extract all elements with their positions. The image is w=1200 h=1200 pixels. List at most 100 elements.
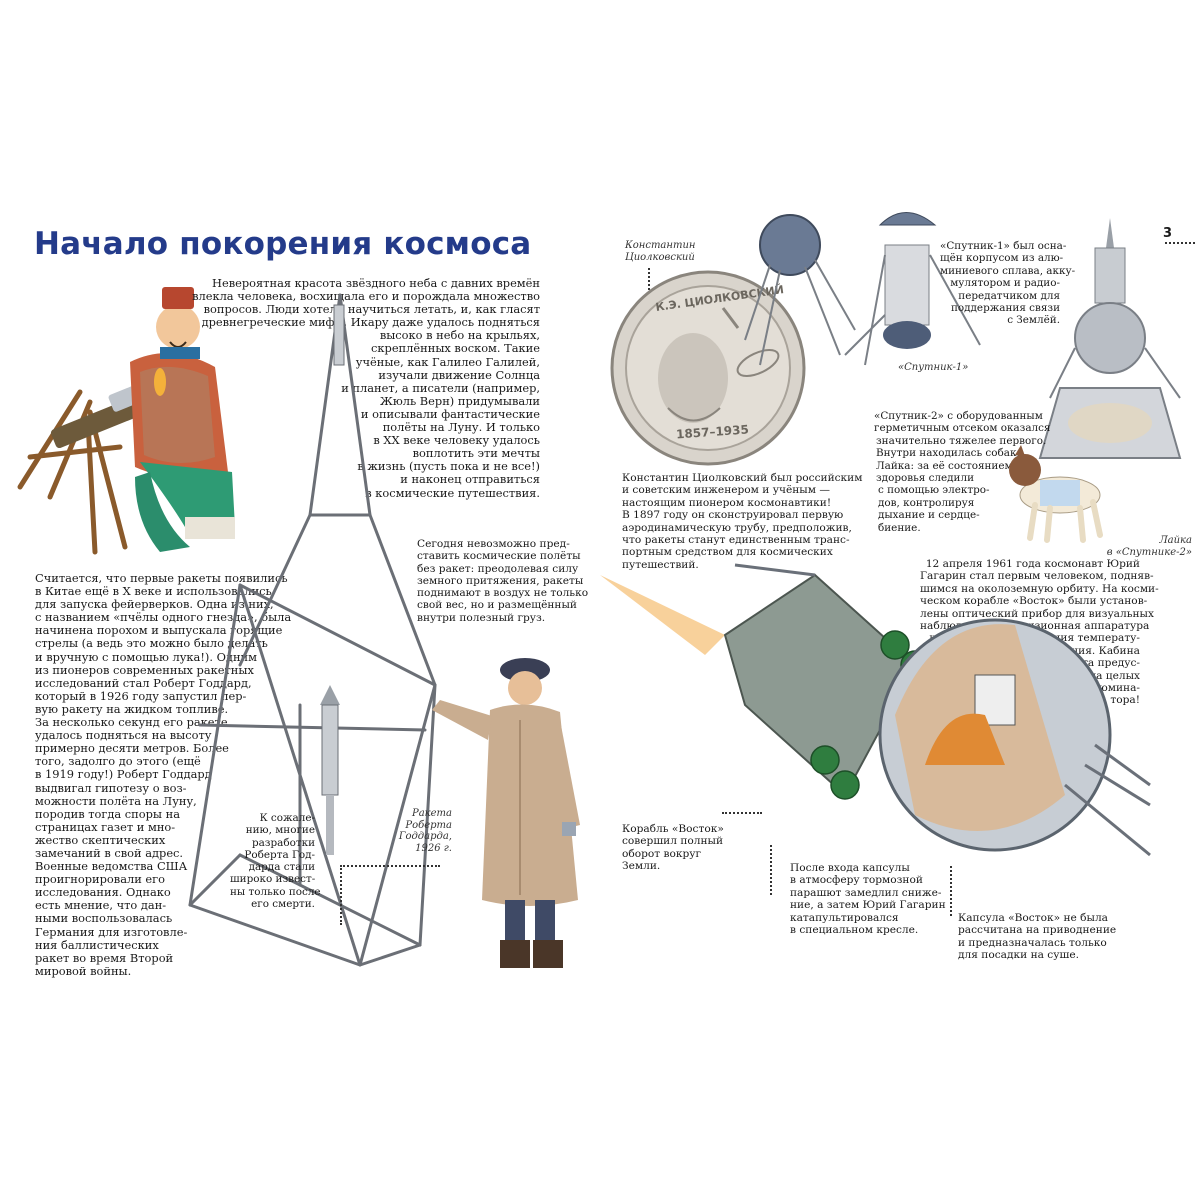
capsule-line: и предназначалась только xyxy=(958,936,1107,949)
tsiolkovsky-line: В 1897 году он сконструировал первую xyxy=(622,509,844,522)
china-line: в Китае ещё в X веке и использовались xyxy=(35,584,272,599)
sputnik2-line: дов, контролируя xyxy=(878,496,975,509)
intro-line: вопросов. Люди хотели научиться летать, … xyxy=(203,302,540,317)
china-paragraph: Считается, что первые ракеты появились в… xyxy=(35,571,291,978)
china-line: жество скептических xyxy=(35,832,166,847)
china-line: начинена порохом и выпускала горящие xyxy=(35,623,283,638)
tsiolkovsky-line: настоящим пионером космонавтики! xyxy=(622,496,832,509)
intro-line: Невероятная красота звёздного неба с дав… xyxy=(212,276,540,290)
sputnik1-line: щён корпусом из алю- xyxy=(940,252,1064,265)
regret-line: Роберта Год- xyxy=(244,848,315,861)
tsiolkovsky-line: что ракеты станут единственным транс- xyxy=(622,534,850,547)
intro-line: скреплённых воском. Такие xyxy=(371,341,540,356)
gagarin-line: 12 апреля 1961 года космонавт Юрий xyxy=(925,558,1140,570)
page-number-rule xyxy=(1165,242,1195,244)
intro-line: в жизнь (пусть пока и не все!) xyxy=(357,459,540,474)
caption-line: в «Спутнике-2» xyxy=(1106,546,1192,558)
caption-line: Константин xyxy=(625,240,696,251)
caption-leader xyxy=(340,865,342,925)
intro-line: высоко в небо на крыльях, xyxy=(379,328,540,343)
china-line: есть мнение, что дан- xyxy=(35,898,167,913)
today-line: земного притяжения, ракеты xyxy=(417,574,584,587)
tsiolkovsky-line: путешествий. xyxy=(622,558,699,571)
intro-line: Жюль Верн) придумывали xyxy=(380,393,540,408)
sputnik-1-illustration xyxy=(744,212,981,366)
china-line: и вручную с помощью лука!). Одним xyxy=(35,649,257,664)
china-line: проигнорировали его xyxy=(35,872,166,887)
regret-line: нию, многие xyxy=(245,824,315,837)
china-line: исследования. Однако xyxy=(35,885,171,900)
sputnik1-line: мулятором и радио- xyxy=(950,277,1060,290)
today-line: поднимают в воздух не только xyxy=(417,587,589,600)
caption-line: 1926 г. xyxy=(415,842,452,854)
today-line: без ракет: преодолевая силу xyxy=(417,562,579,575)
regret-line: К сожале- xyxy=(259,812,315,824)
caption-line: Годдарда, xyxy=(398,831,452,842)
china-line: в 1919 году!) Роберт Годдард xyxy=(35,767,212,782)
tsiolkovsky-line: портным средством для космических xyxy=(622,546,833,559)
today-line: внутри полезный груз. xyxy=(417,611,546,624)
intro-line: и наконец отправиться xyxy=(400,472,540,487)
china-line: Считается, что первые ракеты появились xyxy=(35,571,288,585)
china-line: ными воспользовалась xyxy=(35,911,173,926)
sputnik2-line: «Спутник-2» с оборудованным xyxy=(874,410,1043,422)
capsule-paragraph: Капсула «Восток» не была рассчитана на п… xyxy=(958,912,1118,962)
tsiolkovsky-line: Константин Циолковский был российским xyxy=(622,472,863,484)
china-line: исследований стал Роберт Годдард, xyxy=(35,675,252,690)
sputnik2-line: биение. xyxy=(878,521,921,534)
sputnik2-line: Лайка: за её состоянием xyxy=(876,459,1013,472)
sputnik-1-paragraph: «Спутник-1» был осна- щён корпусом из ал… xyxy=(940,240,1076,327)
today-line: Сегодня невозможно пред- xyxy=(417,538,570,550)
capsule-line: рассчитана на приводнение xyxy=(958,924,1117,937)
china-line: За несколько секунд его ракете xyxy=(35,715,228,730)
reentry-paragraph: После входа капсулы в атмосферу тормозно… xyxy=(790,862,946,936)
reentry-line: катапультировался xyxy=(790,911,899,924)
intro-paragraph: Невероятная красота звёздного неба с дав… xyxy=(190,276,540,500)
tsiolkovsky-caption: Константин Циолковский xyxy=(625,240,715,263)
tsiolkovsky-line: аэродинамическую трубу, предположив, xyxy=(622,521,852,534)
intro-line: воплотить эти мечты xyxy=(412,446,540,461)
sputnik2-line: герметичным отсеком оказался xyxy=(874,422,1051,435)
page-title: Начало покорения космоса xyxy=(34,226,532,262)
caption-leader xyxy=(340,865,440,867)
china-line: ракет во время Второй xyxy=(35,950,174,965)
gagarin-line: тора! xyxy=(1110,694,1140,707)
caption-line: Лайка xyxy=(1159,535,1192,546)
vostok-spacecraft-illustration xyxy=(600,563,1151,857)
today-paragraph: Сегодня невозможно пред- ставить космиче… xyxy=(417,538,589,624)
sputnik1-line: поддержания связи xyxy=(950,302,1060,315)
china-line: стрелы (а ведь это можно было делать xyxy=(35,636,268,651)
sputnik2-line: с помощью электро- xyxy=(878,484,990,497)
sputnik-2-paragraph: «Спутник-2» с оборудованным герметичным … xyxy=(872,410,1052,534)
caption-line: Роберта xyxy=(405,819,452,831)
vostok-orbit-leader xyxy=(722,812,762,814)
gagarin-line: шимся на околоземную орбиту. На косми- xyxy=(920,582,1159,595)
china-line: для запуска фейерверков. Одна из них, xyxy=(35,597,274,612)
page-number: 3 xyxy=(1162,226,1172,241)
china-line: выдвигал гипотезу о воз- xyxy=(35,780,187,795)
regret-line: широко извест- xyxy=(230,873,316,886)
sputnik1-line: «Спутник-1» был осна- xyxy=(940,240,1067,252)
regret-line: разработки xyxy=(251,836,315,849)
intro-line: в XX веке человеку удалось xyxy=(373,433,540,448)
gagarin-line: лены оптический прибор для визуальных xyxy=(920,607,1154,620)
vostok-line: Земли. xyxy=(622,860,661,873)
sputnik1-line: миниевого сплава, акку- xyxy=(940,264,1076,277)
intro-line: изучали движение Солнца xyxy=(378,367,540,382)
goddard-regret-paragraph: К сожале- нию, многие разработки Роберта… xyxy=(230,812,321,910)
sputnik2-line: значительно тяжелее первого. xyxy=(876,434,1047,447)
laika-caption: Лайка в «Спутнике-2» xyxy=(1080,535,1192,558)
sputnik2-line: здоровья следили xyxy=(876,472,975,485)
sputnik-1-caption: «Спутник-1» xyxy=(898,362,969,373)
capsule-leader xyxy=(950,866,952,916)
china-line: ния баллистических xyxy=(35,937,159,952)
sputnik2-line: Внутри находилась собака xyxy=(876,447,1023,460)
vostok-line: Корабль «Восток» xyxy=(622,823,724,835)
gagarin-line: ческом корабле «Восток» были установ- xyxy=(920,595,1148,608)
caption-leader xyxy=(648,268,650,294)
reentry-line: в атмосферу тормозной xyxy=(790,874,923,887)
china-line: вую ракету на жидком топливе. xyxy=(35,701,229,716)
china-line: Германия для изготовле- xyxy=(35,924,188,939)
chinese-rocket-soldier-illustration xyxy=(17,287,235,555)
